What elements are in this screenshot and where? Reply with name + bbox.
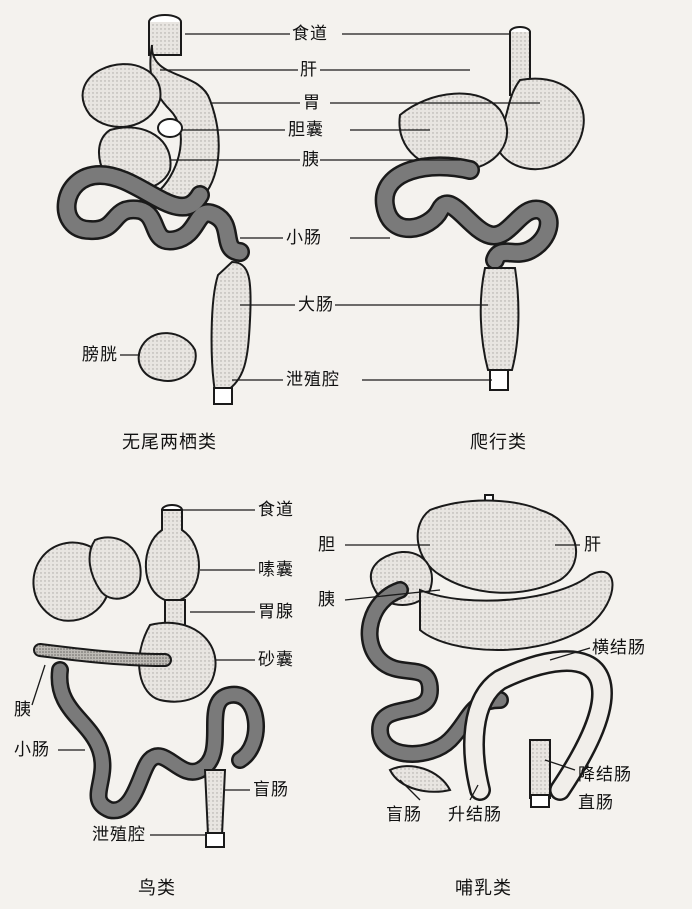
label-large-intestine: 大肠 [298,295,334,315]
label-crop: 嗉囊 [258,560,294,580]
caption-bird: 鸟类 [138,878,176,900]
label-ascending-colon: 升结肠 [448,805,502,825]
label-small-intestine: 小肠 [286,228,322,248]
label-bird-small-intestine: 小肠 [14,740,50,760]
label-bird-cecum: 盲肠 [253,780,289,800]
label-proventriculus: 胃腺 [258,602,294,622]
label-mammal-liver: 肝 [584,535,602,555]
label-pancreas: 胰 [302,150,320,170]
label-bladder: 膀胱 [82,345,118,365]
label-descending-colon: 降结肠 [578,765,632,785]
label-esophagus: 食道 [292,24,328,44]
label-liver: 肝 [300,60,318,80]
label-bird-pancreas: 胰 [14,700,32,720]
reptile-drawing [385,27,584,390]
mammal-drawing [370,495,613,807]
label-bird-cloaca: 泄殖腔 [92,825,146,845]
label-cloaca: 泄殖腔 [286,370,340,390]
label-rectum: 直肠 [578,793,614,813]
caption-reptile: 爬行类 [470,432,527,454]
label-mammal-cecum: 盲肠 [386,805,422,825]
label-transverse-colon: 横结肠 [592,638,646,658]
label-stomach: 胃 [303,93,321,113]
label-bird-esophagus: 食道 [258,500,294,520]
label-gallbladder: 胆囊 [288,120,324,140]
label-mammal-pancreas: 胰 [318,590,336,610]
label-gall: 胆 [318,535,336,555]
label-gizzard: 砂囊 [258,650,294,670]
caption-mammal: 哺乳类 [455,878,512,900]
bird-drawing [33,505,256,847]
caption-amphibian: 无尾两栖类 [122,432,217,454]
